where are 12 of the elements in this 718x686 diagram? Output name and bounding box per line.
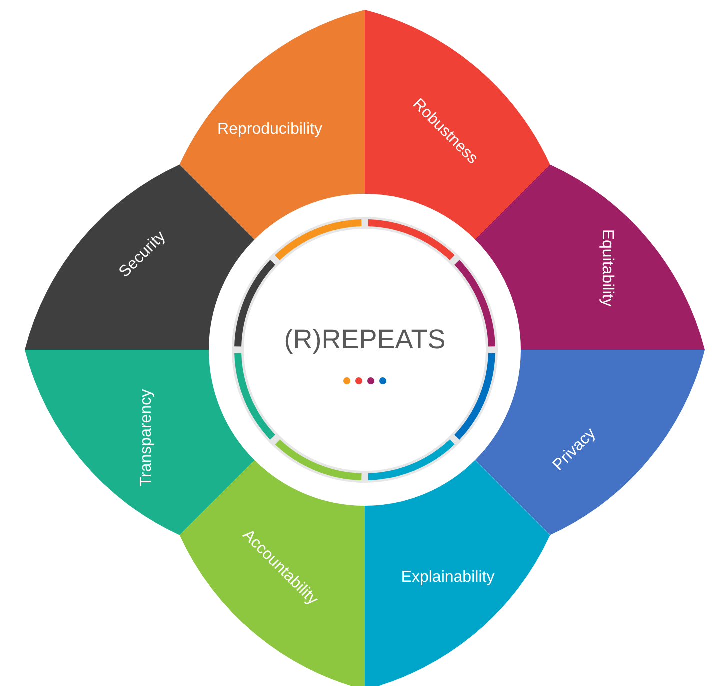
fan-blade bbox=[475, 164, 705, 350]
fan-blade bbox=[475, 350, 705, 536]
fan-blade bbox=[180, 10, 365, 240]
segment-label: Reproducibility bbox=[218, 122, 322, 138]
center-title: (R)REPEATS bbox=[284, 326, 446, 354]
fan-blade bbox=[365, 10, 550, 240]
fan-blade bbox=[180, 460, 365, 686]
fan-blade bbox=[25, 164, 255, 350]
segment-label: Transparency bbox=[139, 389, 155, 487]
segment-label: Explainability bbox=[401, 570, 495, 586]
fan-blade bbox=[365, 460, 550, 686]
segment-label: Equitability bbox=[599, 229, 615, 307]
